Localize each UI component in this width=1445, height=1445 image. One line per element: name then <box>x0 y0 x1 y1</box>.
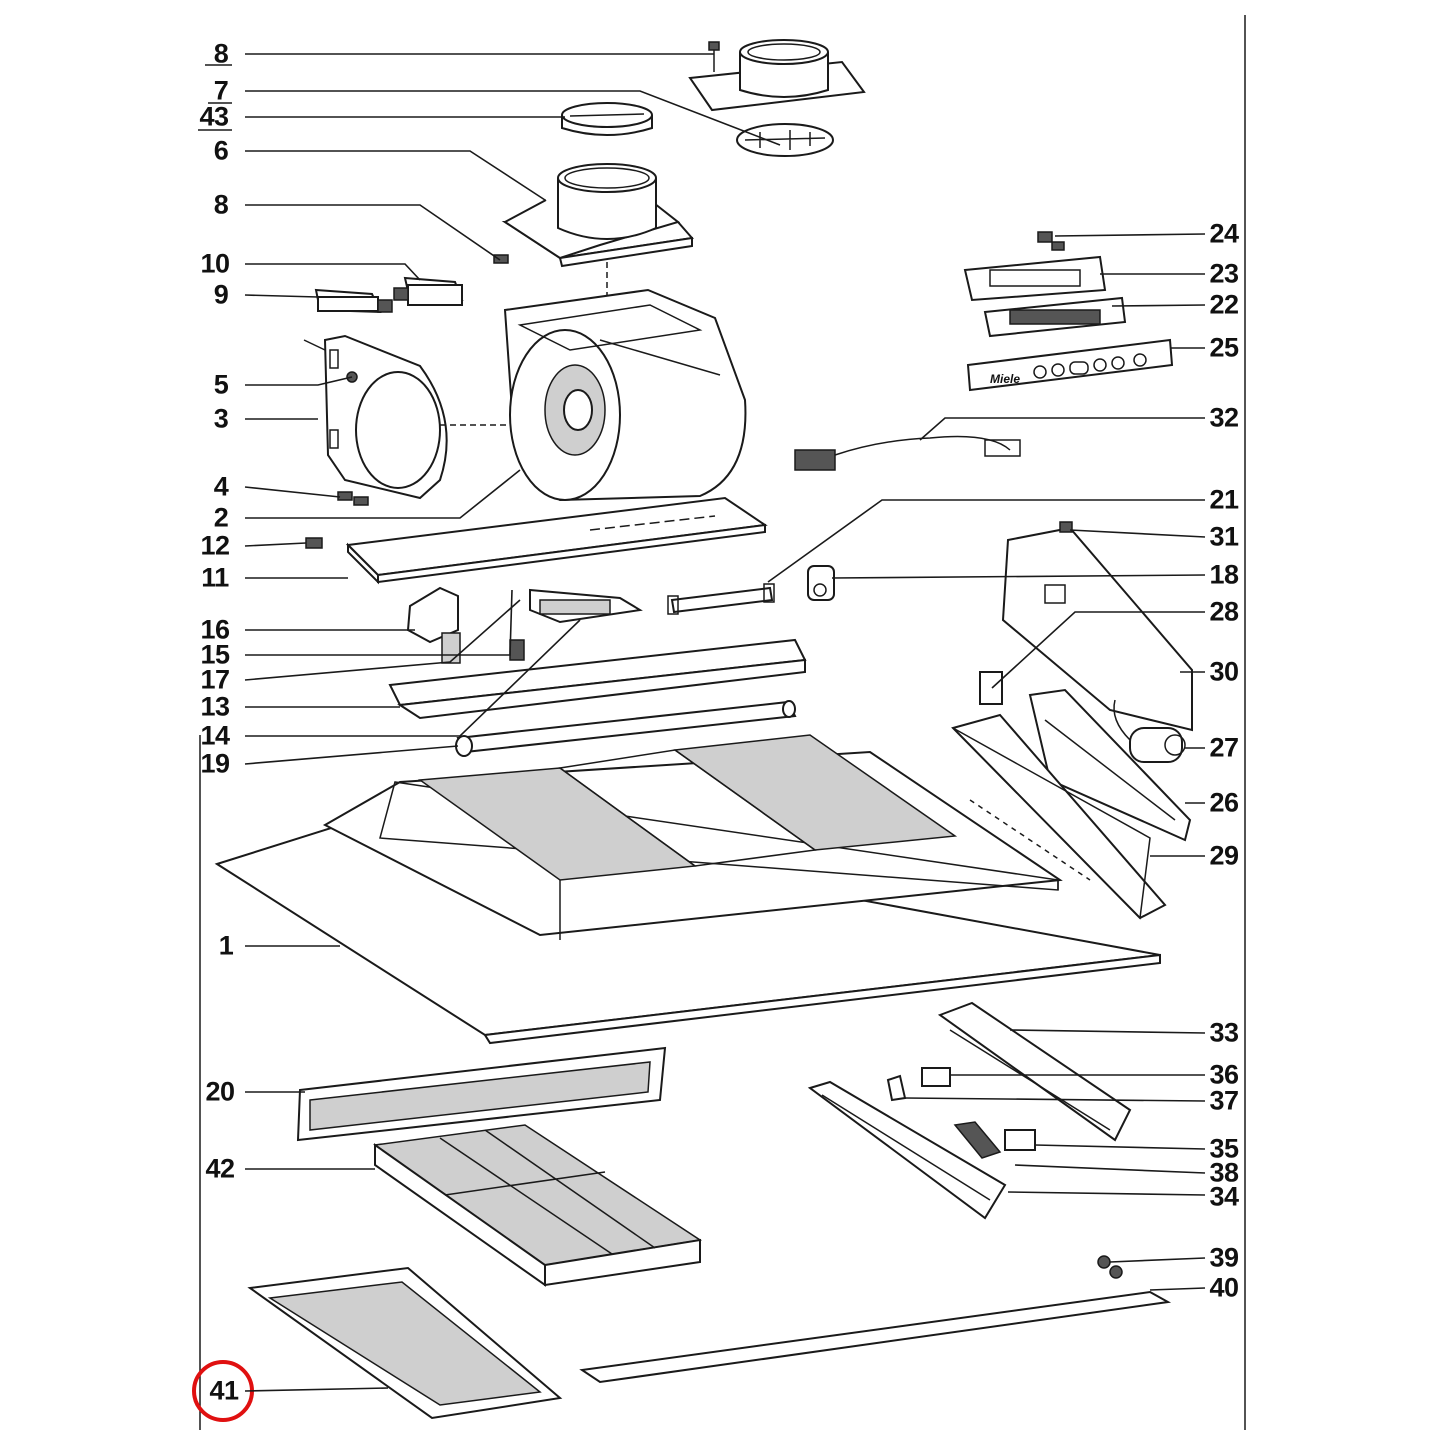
part-23-bracket <box>963 255 1107 302</box>
callout-21: 21 <box>1209 484 1239 515</box>
part-22-control-pcb <box>983 296 1127 338</box>
callout-19: 19 <box>200 748 230 779</box>
callout-43: 43 <box>199 101 229 132</box>
part-40-rod <box>579 1290 1172 1384</box>
part-32-wiring-harness <box>794 435 1021 471</box>
callout-25: 25 <box>1209 332 1239 363</box>
callout-17: 17 <box>200 664 230 695</box>
brand-plate-logo: Miele <box>990 372 1020 386</box>
callout-23: 23 <box>1209 258 1239 289</box>
callout-28: 28 <box>1209 596 1239 627</box>
part-13-mounting-rail <box>388 638 807 720</box>
callout-41-highlighted: 41 <box>209 1375 239 1406</box>
part-38-plug <box>953 1121 1002 1159</box>
callout-42: 42 <box>205 1153 235 1184</box>
callout-1: 1 <box>218 930 234 961</box>
callout-8-screw: 8 <box>213 189 229 220</box>
part-7-backdraft-flap <box>736 123 834 157</box>
part-33-profile <box>937 1001 1132 1142</box>
part-3-side-plate <box>303 334 448 500</box>
callout-6: 6 <box>213 135 229 166</box>
part-29-electronics-housing <box>951 713 1167 920</box>
callout-10: 10 <box>200 248 230 279</box>
part-34-rail <box>807 1080 1007 1220</box>
callout-35: 35 <box>1209 1133 1239 1164</box>
callout-7: 7 <box>213 75 229 106</box>
callout-18: 18 <box>1209 559 1239 590</box>
callout-14: 14 <box>200 720 230 751</box>
callout-29: 29 <box>1209 840 1239 871</box>
callout-38: 38 <box>1209 1157 1239 1188</box>
callout-13: 13 <box>200 691 230 722</box>
part-8-screw <box>493 254 509 264</box>
callout-31: 31 <box>1209 521 1239 552</box>
callout-20: 20 <box>205 1076 235 1107</box>
part-20-grease-filter <box>296 1046 667 1142</box>
callout-39: 39 <box>1209 1242 1239 1273</box>
part-25-control-fascia: Miele <box>966 338 1174 392</box>
callout-36: 36 <box>1209 1059 1239 1090</box>
part-6-outlet-housing <box>501 163 694 268</box>
callout-5: 5 <box>213 369 229 400</box>
part-36-connector <box>921 1067 951 1087</box>
callout-24: 24 <box>1209 218 1239 249</box>
part-35-connector <box>1004 1129 1036 1151</box>
callout-11: 11 <box>201 562 229 593</box>
part-7-top-outlet-flange <box>688 39 866 112</box>
part-24-screw <box>1037 231 1065 251</box>
callout-15: 15 <box>200 639 230 670</box>
part-18-latch <box>807 565 835 601</box>
part-14-fluorescent-tube <box>455 700 797 757</box>
callout-3: 3 <box>213 403 229 434</box>
part-28-switch <box>979 671 1003 705</box>
part-10-switch <box>393 276 464 306</box>
part-41-metal-filter <box>247 1266 563 1420</box>
callout-27: 27 <box>1209 732 1239 763</box>
callout-8-top-screw: 8 <box>213 38 229 69</box>
part-27-capacitor <box>1113 699 1186 763</box>
callout-16: 16 <box>200 614 230 645</box>
part-43-ring <box>561 102 653 136</box>
callout-33: 33 <box>1209 1017 1239 1048</box>
part-31-screw <box>1059 521 1073 533</box>
part-42-charcoal-filter <box>373 1124 703 1287</box>
callout-32: 32 <box>1209 402 1239 433</box>
callout-30: 30 <box>1209 656 1239 687</box>
callout-12: 12 <box>200 530 230 561</box>
part-21-rod <box>667 583 775 615</box>
part-1-hood-body <box>214 734 1161 1045</box>
part-9-switch <box>314 288 393 314</box>
callout-40: 40 <box>1209 1272 1239 1303</box>
part-26-power-pcb <box>1028 688 1192 842</box>
part-2-blower-motor <box>503 288 747 502</box>
callout-2: 2 <box>213 502 229 533</box>
callout-4: 4 <box>213 471 229 502</box>
part-39-nut <box>1097 1255 1123 1279</box>
callout-9: 9 <box>213 279 229 310</box>
part-11-cover <box>345 496 768 585</box>
callout-34: 34 <box>1209 1181 1239 1212</box>
callout-26: 26 <box>1209 787 1239 818</box>
callout-22: 22 <box>1209 289 1239 320</box>
ballast-transformer <box>529 588 643 624</box>
callout-37: 37 <box>1209 1085 1239 1116</box>
